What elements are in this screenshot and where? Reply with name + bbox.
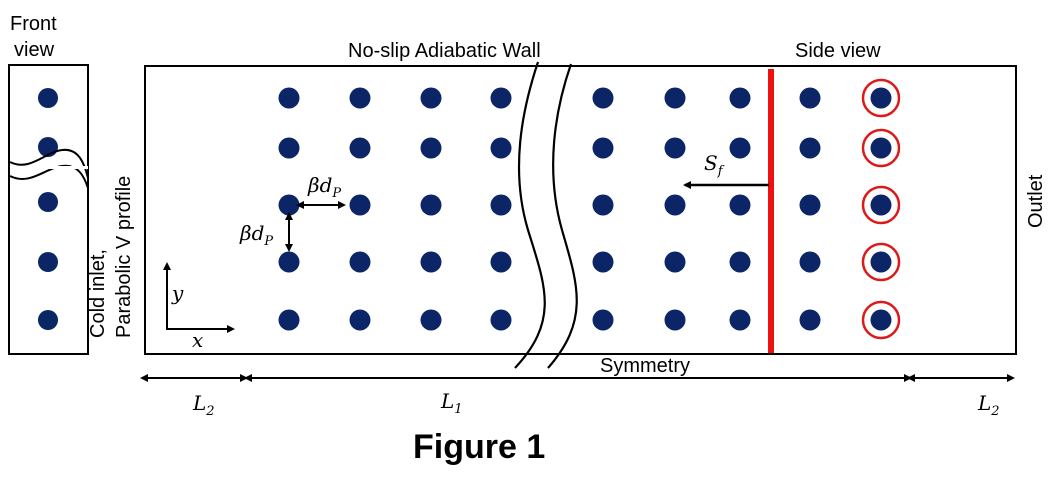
particle [870,309,892,331]
front-view-break-icon [9,148,89,189]
particle [870,87,892,109]
particle [490,194,512,216]
particle [349,137,371,159]
particle [420,87,442,109]
particle-grid [278,78,901,340]
particle [592,137,614,159]
dimension-label-l2-right: L2 [977,391,1000,419]
particle [870,194,892,216]
front-speed-label: Sf [704,151,725,179]
particle [420,194,442,216]
front-view-particles [38,88,58,330]
particle [592,251,614,273]
particle [420,309,442,331]
particle [664,251,686,273]
particle [592,309,614,331]
particle [729,251,751,273]
particle [490,87,512,109]
particle [349,309,371,331]
particle [799,87,821,109]
domain-break-icon [514,61,578,369]
side-view-label: Side view [795,40,881,62]
front-view-label-line2: view [14,39,55,61]
highlight-ring [861,78,901,118]
bottom-boundary-label: Symmetry [600,355,690,377]
particle [349,194,371,216]
particle [729,309,751,331]
particle [349,251,371,273]
particle [729,87,751,109]
particle [420,251,442,273]
particle [799,251,821,273]
particle [870,251,892,273]
particle [664,194,686,216]
front-particle [38,252,58,272]
y-axis-label: y [171,281,184,305]
highlight-ring [861,185,901,225]
figure-caption: Figure 1 [413,428,545,466]
particle [799,309,821,331]
highlight-ring [861,128,901,168]
front-particle [38,192,58,212]
horizontal-spacing-label: βdP [307,173,341,201]
particle [799,194,821,216]
front-particle [38,310,58,330]
particle [278,87,300,109]
particle [870,137,892,159]
particle [592,194,614,216]
particle [799,137,821,159]
particle [278,194,300,216]
outlet-label: Outlet [1025,174,1047,228]
particle [592,87,614,109]
vertical-spacing-label: βdP [239,221,273,249]
domain-box [144,65,1017,355]
inlet-label-line1: Cold inlet, [87,249,109,338]
highlight-ring [861,242,901,282]
front-view-box [8,64,89,355]
particle [664,309,686,331]
particle [278,137,300,159]
front-view-label-line1: Front [10,13,57,35]
top-wall-label: No-slip Adiabatic Wall [348,40,541,62]
front-particle [38,88,58,108]
dimension-label-l2-left: L2 [192,391,215,419]
particle [420,137,442,159]
highlight-ring [861,300,901,340]
particle [729,137,751,159]
inlet-label-line2: Parabolic V profile [113,176,135,338]
particle [490,137,512,159]
particle [664,137,686,159]
particle [664,87,686,109]
particle [490,251,512,273]
particle [278,251,300,273]
x-axis-label: x [192,328,203,352]
particle [278,309,300,331]
particle [729,194,751,216]
dimension-label-l1: L1 [440,389,463,417]
particle [490,309,512,331]
particle [349,87,371,109]
